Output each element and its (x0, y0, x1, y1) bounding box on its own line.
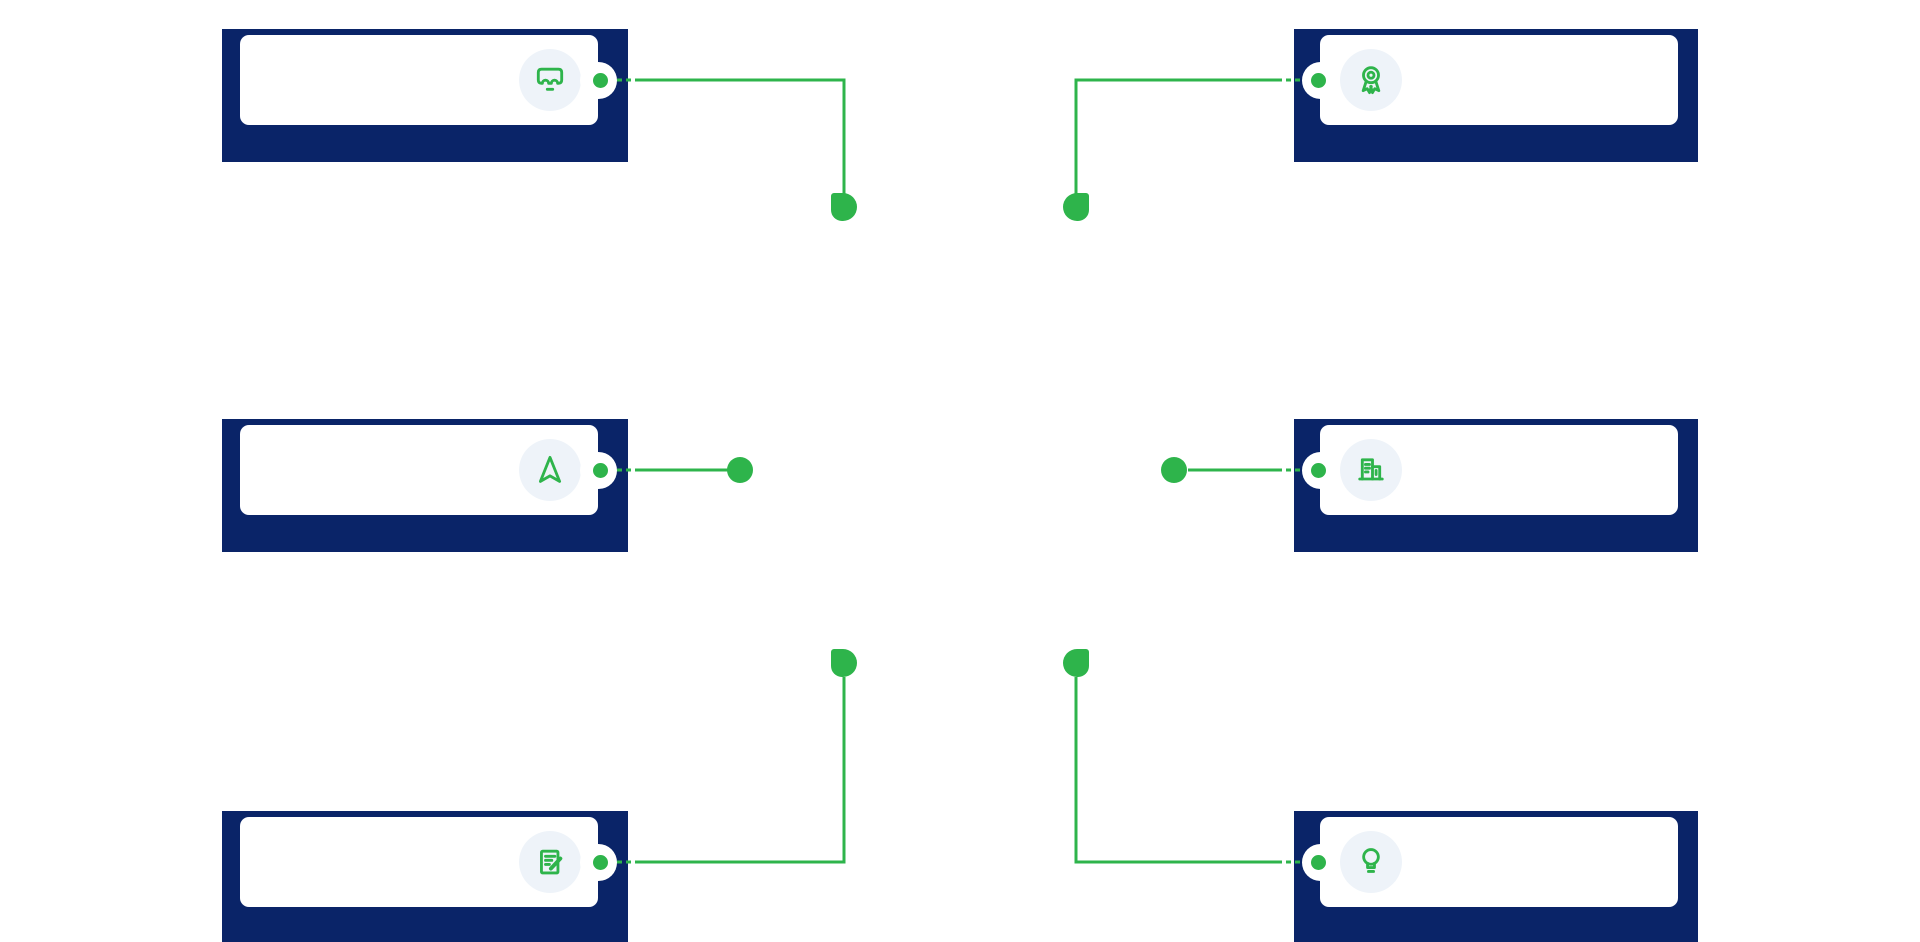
connector-endpoint-square (831, 193, 857, 221)
connector-endpoint-circle (1161, 457, 1187, 483)
connector-endpoint-square (1063, 649, 1089, 677)
card-face (240, 817, 617, 907)
cast-screen-icon (536, 67, 564, 91)
node-bottom-right (1294, 811, 1698, 942)
card-face (240, 425, 617, 515)
node-bottom-left (222, 811, 628, 942)
award-medal-icon (1361, 66, 1381, 95)
connector-dot (592, 854, 608, 870)
icon-circle (1340, 439, 1402, 501)
connector-dot (592, 72, 608, 88)
node-top-left (222, 29, 628, 162)
card-face (240, 35, 617, 125)
card-face (1301, 817, 1678, 907)
connector-endpoint-square (831, 649, 857, 677)
connector-dot (1310, 854, 1326, 870)
connector-endpoint-circle (727, 457, 753, 483)
node-middle-right (1294, 419, 1698, 552)
navigation-arrow-icon (538, 455, 562, 483)
lightbulb-icon (1362, 848, 1380, 873)
connector-dot (1310, 462, 1326, 478)
edit-document-icon (540, 849, 563, 875)
icon-circle (1340, 831, 1402, 893)
node-top-right (1294, 29, 1698, 162)
icon-circle (519, 439, 581, 501)
card-face (1301, 425, 1678, 515)
icon-circle (1340, 49, 1402, 111)
office-building-icon (1358, 458, 1384, 481)
icon-circle (519, 49, 581, 111)
card-face (1301, 35, 1678, 125)
node-middle-left (222, 419, 628, 552)
connector-dot (592, 462, 608, 478)
icon-circle (519, 831, 581, 893)
connector-endpoint-square (1063, 193, 1089, 221)
connector-dot (1310, 72, 1326, 88)
